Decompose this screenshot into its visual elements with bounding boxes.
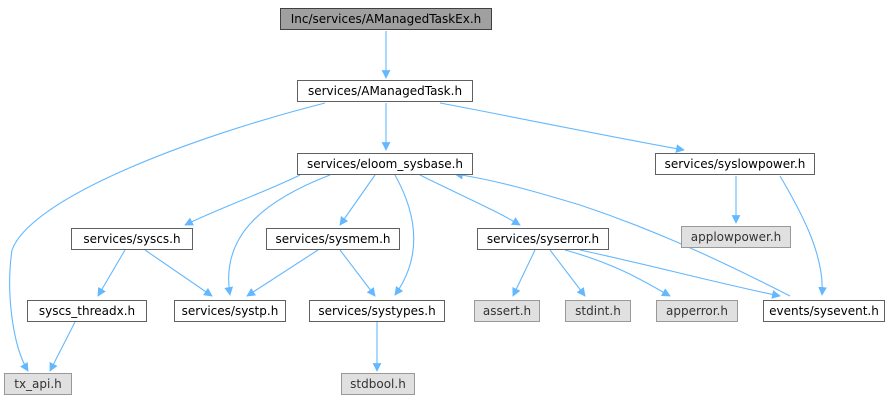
node-tx-api: tx_api.h [4, 373, 72, 395]
edge-eloom-sysbase-to-systypes [394, 174, 415, 296]
edge-eloom-sysbase-to-sysmem [339, 174, 376, 226]
edge-syserror-to-sysevent [579, 249, 781, 299]
edge-amanagedtask-to-tx-api [9, 102, 326, 372]
node-syserror[interactable]: services/syserror.h [477, 228, 609, 250]
node-applowpower: applowpower.h [681, 226, 791, 248]
edge-syserror-to-apperror [564, 249, 671, 297]
node-assert: assert.h [474, 300, 540, 322]
edge-syscs-to-syscs-threadx [97, 249, 126, 297]
node-sysevent[interactable]: events/sysevent.h [763, 300, 885, 322]
node-sysmem[interactable]: services/sysmem.h [266, 228, 400, 250]
edge-eloom-sysbase-to-systp [224, 174, 331, 296]
edge-syslowpower-to-sysevent [779, 175, 827, 296]
node-apperror: apperror.h [656, 300, 738, 322]
node-syslowpower[interactable]: services/syslowpower.h [655, 153, 815, 175]
node-stdbool: stdbool.h [341, 373, 415, 395]
edge-sysevent-to-eloom-sysbase [454, 170, 791, 297]
node-systypes[interactable]: services/systypes.h [309, 300, 445, 322]
edge-eloom-sysbase-to-syscs [184, 174, 301, 226]
node-syscs[interactable]: services/syscs.h [71, 228, 193, 250]
edge-eloom-sysbase-to-syserror [419, 174, 521, 226]
edge-sysmem-to-systp [246, 249, 319, 297]
node-stdint: stdint.h [565, 300, 631, 322]
edge-syscs-threadx-to-tx-api [49, 321, 76, 372]
node-amanagedtask[interactable]: services/AManagedTask.h [297, 80, 473, 102]
edge-syscs-to-systp [144, 249, 213, 297]
edge-syserror-to-stdint [549, 249, 586, 297]
node-systp[interactable]: services/systp.h [174, 300, 286, 322]
node-root-amanagedtaskex: Inc/services/AManagedTaskEx.h [280, 8, 492, 30]
node-syscs-threadx[interactable]: syscs_threadx.h [27, 300, 147, 322]
node-eloom-sysbase[interactable]: services/eloom_sysbase.h [297, 153, 473, 175]
edge-sysmem-to-systypes [339, 249, 376, 297]
edge-amanagedtask-to-syslowpower [439, 102, 685, 153]
edge-syserror-to-assert [512, 249, 536, 297]
